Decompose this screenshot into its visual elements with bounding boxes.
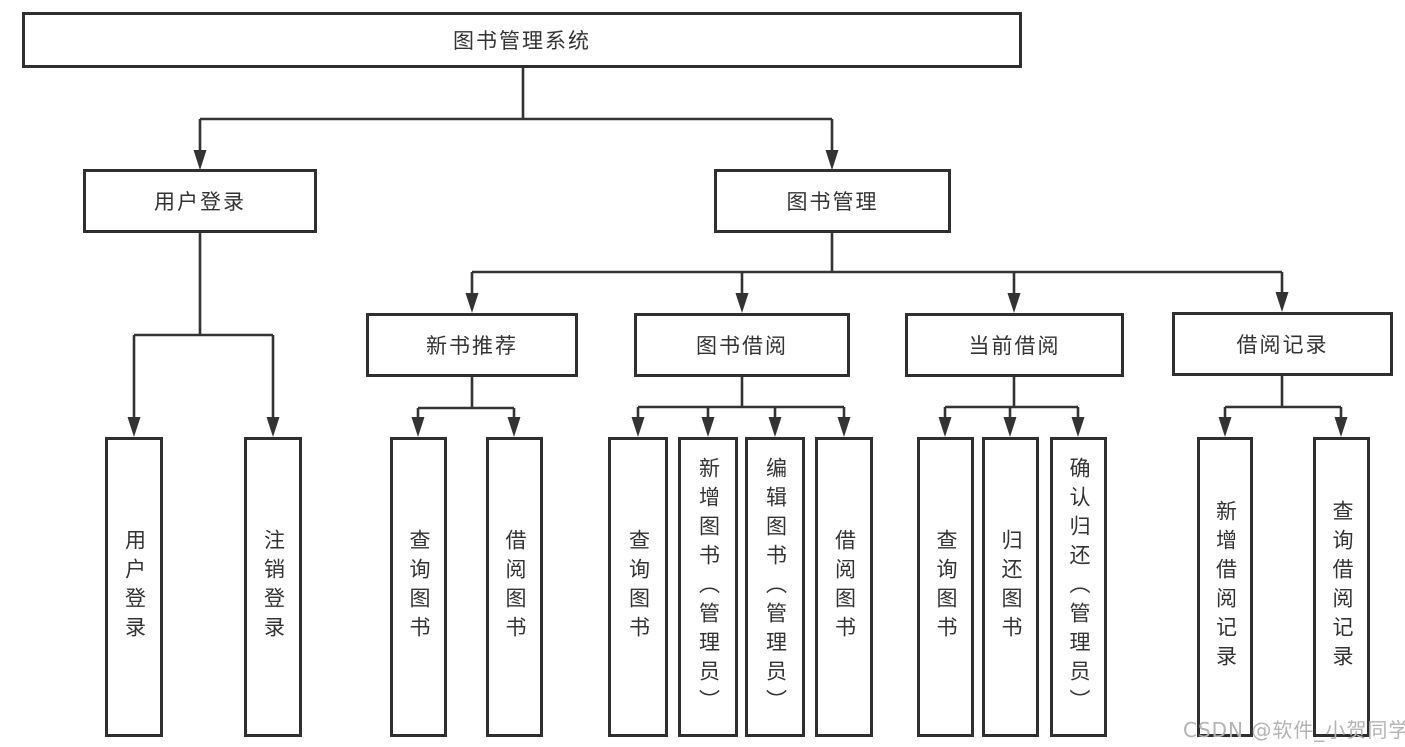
leaf-query-books-recommend-label: 查询图书 <box>407 529 431 645</box>
node-user-login: 用户登录 <box>83 169 317 233</box>
node-library-management-system: 图书管理系统 <box>22 12 1022 68</box>
leaf-return-books: 归还图书 <box>982 437 1039 737</box>
leaf-query-borrow-record-label: 查询借阅记录 <box>1330 500 1354 674</box>
node-new-book-recommendation-label: 新书推荐 <box>426 334 518 358</box>
node-book-borrowing-label: 图书借阅 <box>696 334 788 358</box>
leaf-confirm-return-admin: 确认归还（管理员） <box>1050 437 1107 737</box>
leaf-query-books-borrow: 查询图书 <box>608 437 668 737</box>
leaf-add-books-admin: 新增图书（管理员） <box>678 437 738 737</box>
leaf-borrow-books-recommend: 借阅图书 <box>486 437 543 737</box>
leaf-user-login-label: 用户登录 <box>122 529 147 645</box>
node-book-management: 图书管理 <box>714 169 951 233</box>
leaf-query-books-borrow-label: 查询图书 <box>626 529 651 645</box>
node-new-book-recommendation: 新书推荐 <box>366 313 578 377</box>
csdn-watermark: CSDN @软件_小贺同学 <box>1183 718 1405 742</box>
node-book-management-label: 图书管理 <box>786 190 879 214</box>
node-user-login-label: 用户登录 <box>154 190 246 214</box>
leaf-borrow-books-recommend-label: 借阅图书 <box>503 529 527 645</box>
leaf-borrow-books: 借阅图书 <box>815 437 873 737</box>
leaf-logout-label: 注销登录 <box>261 529 286 645</box>
leaf-edit-books-admin-label: 编辑图书（管理员） <box>763 456 788 718</box>
node-current-borrowing-label: 当前借阅 <box>968 334 1061 358</box>
leaf-return-books-label: 归还图书 <box>999 529 1023 645</box>
leaf-user-login: 用户登录 <box>105 437 163 737</box>
leaf-borrow-books-label: 借阅图书 <box>832 529 857 645</box>
node-book-borrowing: 图书借阅 <box>634 313 850 377</box>
leaf-query-books-current: 查询图书 <box>917 437 974 737</box>
leaf-query-books-recommend: 查询图书 <box>390 437 447 737</box>
leaf-query-borrow-record: 查询借阅记录 <box>1313 437 1370 737</box>
leaf-add-books-admin-label: 新增图书（管理员） <box>696 456 721 718</box>
leaf-edit-books-admin: 编辑图书（管理员） <box>745 437 805 737</box>
leaf-confirm-return-admin-label: 确认归还（管理员） <box>1067 456 1091 718</box>
node-borrowing-records: 借阅记录 <box>1172 312 1393 376</box>
node-borrowing-records-label: 借阅记录 <box>1236 333 1329 357</box>
leaf-logout: 注销登录 <box>244 437 302 737</box>
node-library-management-system-label: 图书管理系统 <box>453 29 591 53</box>
leaf-add-borrow-record-label: 新增借阅记录 <box>1213 500 1238 674</box>
node-current-borrowing: 当前借阅 <box>905 313 1124 377</box>
leaf-query-books-current-label: 查询图书 <box>934 529 958 645</box>
leaf-add-borrow-record: 新增借阅记录 <box>1197 437 1253 737</box>
